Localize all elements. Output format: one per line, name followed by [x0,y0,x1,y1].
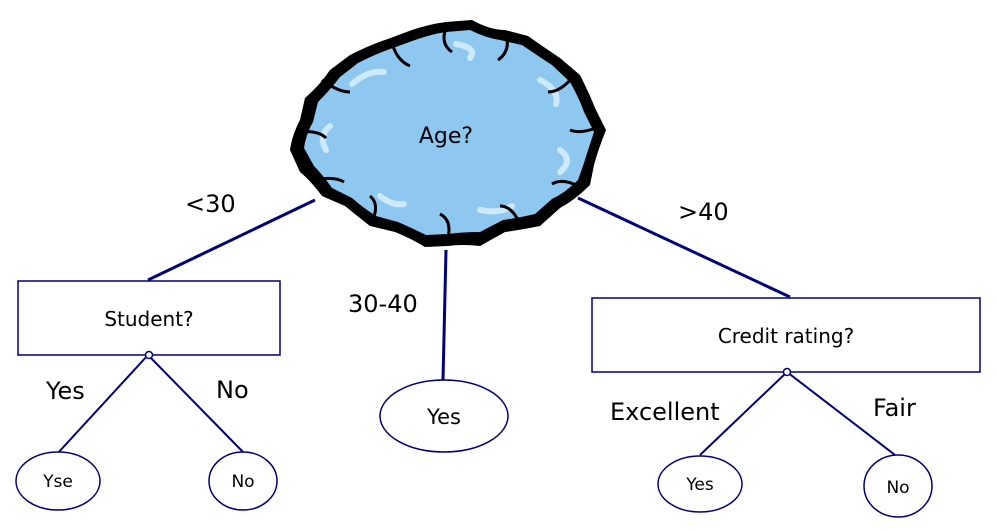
leaf-credit-yes: Yes [657,455,743,513]
student-node: Student? [17,280,281,360]
cloud-highlight-1 [453,41,476,61]
edge-label-credit-fair: Fair [873,394,916,422]
edge-gt40-line [577,196,791,299]
edge-student-no-line [147,354,244,453]
root-label: Age? [419,124,473,149]
leaf-credit-no-label: No [886,478,909,498]
edge-credit-fair-line [786,371,896,456]
edge-lt30-line [147,198,316,282]
edge-label-gt40: >40 [678,198,729,226]
leaf-credit-yes-label: Yes [685,475,714,495]
credit-label: Credit rating? [718,324,854,348]
cloud-tendril-5 [499,204,522,225]
cloud-tendril-3 [569,126,597,134]
cloud-highlight-7 [349,68,387,87]
cloud-tendril-12 [442,27,453,54]
leaf-student-no-ellipse [208,451,278,511]
cloud-highlight-5 [377,193,407,208]
cloud-tendril-1 [497,31,509,62]
leaf-credit-no: No [863,454,933,518]
student-label: Student? [104,307,193,331]
cloud-tendril-2 [547,77,574,94]
cloud-tendril-9 [299,130,328,140]
student-box [17,280,281,356]
leaf-student-yes-ellipse [15,451,101,511]
leaf-student-no-label: No [231,472,254,492]
edge-mid-line [441,249,448,381]
leaf-credit-no-ellipse [863,454,933,518]
cloud-tendril-8 [315,176,345,184]
cloud-tendril-11 [390,41,411,68]
credit-node: Credit rating? [591,297,981,377]
credit-branch-point [782,367,792,377]
edge-label-lt30: <30 [185,190,236,218]
edge-label-student-no: No [216,376,249,404]
cloud-tendril-6 [439,212,451,239]
cloud-highlight-4 [477,203,515,215]
leaf-mid-yes: Yes [379,379,509,453]
edge-label-student-yes: Yes [45,377,85,405]
leaf-mid-yes-label: Yes [426,405,461,429]
root-cloud-node: Age? [290,20,606,247]
leaf-student-yes: Yse [15,451,101,511]
cloud-tendril-10 [321,78,351,94]
cloud-highlight-3 [557,147,570,175]
leaf-mid-yes-ellipse [379,379,509,453]
student-branch-point [144,350,154,360]
credit-box [591,297,981,373]
edge-label-mid: 30-40 [348,290,418,318]
leaf-student-no: No [208,451,278,511]
cloud-tendril-4 [551,179,579,188]
cloud-body-shape [304,30,594,235]
edge-student-yes-line [56,354,149,455]
edge-credit-excellent-line [699,371,788,456]
edge-label-credit-excellent: Excellent [610,398,720,426]
cloud-tendril-7 [368,194,377,223]
leaf-credit-yes-ellipse [657,455,743,513]
leaf-student-yes-label: Yse [42,472,73,492]
